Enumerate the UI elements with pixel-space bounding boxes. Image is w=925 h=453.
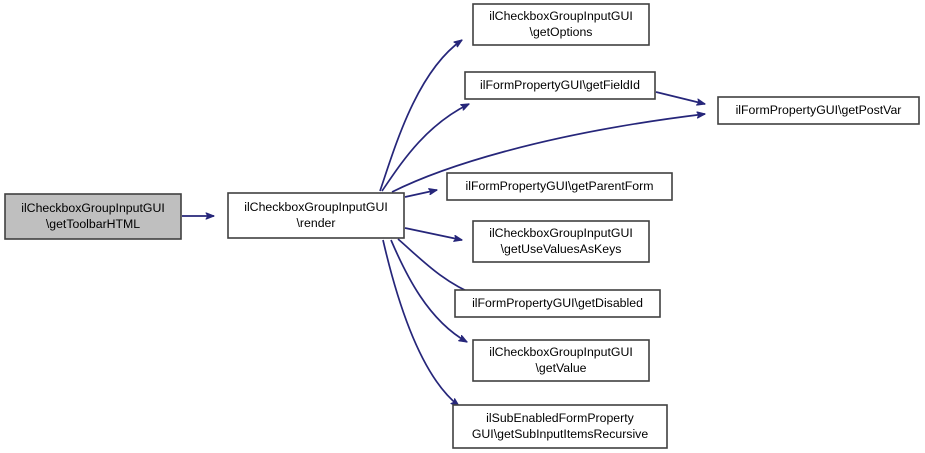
node-label-getOptions-line1: ilCheckboxGroupInputGUI [489, 9, 633, 23]
node-label-getUseValuesAsKeys-line1: ilCheckboxGroupInputGUI [489, 226, 633, 240]
node-box-getSubInputItemsRecursive[interactable] [452, 404, 668, 449]
node-label-getOptions-line2: \getOptions [530, 25, 593, 39]
node-box-render[interactable] [227, 192, 405, 239]
call-edge-render-to-getFieldId [381, 103, 469, 192]
node-box-getParentForm[interactable] [446, 172, 673, 201]
graph-node-getSubInputItemsRecursive[interactable]: ilSubEnabledFormPropertyGUI\getSubInputI… [452, 404, 668, 449]
node-box-getToolbarHTML[interactable] [4, 193, 182, 240]
node-box-getPostVar[interactable] [717, 96, 920, 125]
call-edge-render-to-getUseValuesAsKeys [404, 227, 462, 240]
node-label-getFieldId-line1: ilFormPropertyGUI\getFieldId [480, 78, 640, 92]
call-edge-render-to-getSubInputItemsRecursive [382, 239, 459, 406]
graph-node-getValue[interactable]: ilCheckboxGroupInputGUI \getValue [472, 339, 650, 382]
call-edge-render-to-getParentForm [404, 190, 437, 198]
graph-node-getParentForm[interactable]: ilFormPropertyGUI\getParentForm [446, 172, 673, 201]
node-layer: ilCheckboxGroupInputGUI\getToolbarHTMLil… [4, 3, 920, 449]
node-label-render-line1: ilCheckboxGroupInputGUI [244, 200, 388, 214]
call-edge-render-to-getPostVar [391, 114, 705, 193]
node-box-getDisabled[interactable] [454, 289, 661, 318]
node-box-getOptions[interactable] [472, 3, 650, 46]
edge-layer [182, 40, 705, 406]
call-edge-render-to-getValue [390, 239, 467, 342]
node-label-getUseValuesAsKeys-line2: \getUseValuesAsKeys [501, 242, 622, 256]
graph-node-getUseValuesAsKeys[interactable]: ilCheckboxGroupInputGUI \getUseValuesAsKe… [472, 220, 650, 263]
graph-node-render[interactable]: ilCheckboxGroupInputGUI \render [227, 192, 405, 239]
node-box-getFieldId[interactable] [464, 71, 656, 100]
node-label-getParentForm-line1: ilFormPropertyGUI\getParentForm [466, 179, 654, 193]
call-edge-render-to-getOptions [379, 40, 462, 192]
graph-node-getDisabled[interactable]: ilFormPropertyGUI\getDisabled [454, 289, 661, 318]
call-edge-render-to-getDisabled [397, 238, 478, 297]
graph-node-getFieldId[interactable]: ilFormPropertyGUI\getFieldId [464, 71, 656, 100]
graph-node-getToolbarHTML[interactable]: ilCheckboxGroupInputGUI \getToolbarHTML [4, 193, 182, 240]
node-label-render-line2: \render [297, 216, 336, 230]
node-box-getUseValuesAsKeys[interactable] [472, 220, 650, 263]
graph-node-getOptions[interactable]: ilCheckboxGroupInputGUI \getOptions [472, 3, 650, 46]
node-label-getValue-line2: \getValue [535, 361, 586, 375]
node-box-getValue[interactable] [472, 339, 650, 382]
node-label-getSubInputItemsRecursive-line1: ilSubEnabledFormProperty [486, 411, 634, 425]
node-label-getPostVar-line1: ilFormPropertyGUI\getPostVar [736, 103, 902, 117]
node-label-getToolbarHTML-line1: ilCheckboxGroupInputGUI [21, 201, 165, 215]
graph-node-getPostVar[interactable]: ilFormPropertyGUI\getPostVar [717, 96, 920, 125]
node-label-getDisabled-line1: ilFormPropertyGUI\getDisabled [472, 296, 643, 310]
call-edge-getFieldId-to-getPostVar [655, 91, 705, 104]
node-label-getToolbarHTML-line2: \getToolbarHTML [46, 217, 140, 231]
node-label-getSubInputItemsRecursive-line2: GUI\getSubInputItemsRecursive [472, 427, 648, 441]
node-label-getValue-line1: ilCheckboxGroupInputGUI [489, 345, 633, 359]
